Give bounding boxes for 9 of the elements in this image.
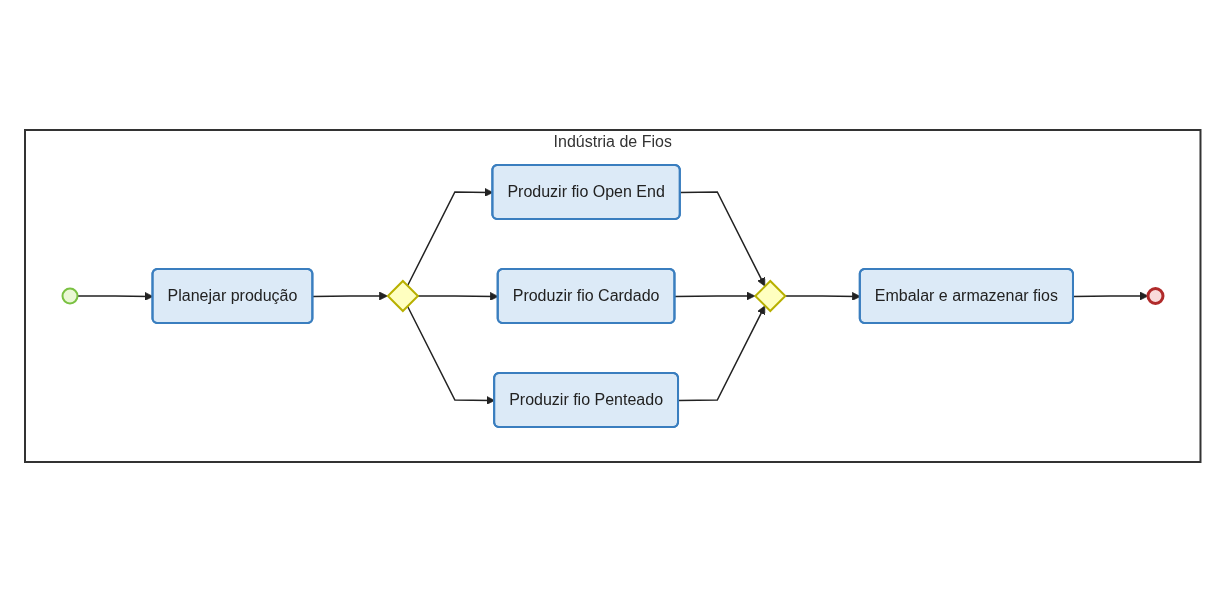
node-diamond: [754, 279, 787, 313]
node-circle: [1146, 287, 1165, 305]
node-circle: [61, 287, 79, 305]
arrow: [674, 291, 756, 301]
arrow: [1073, 291, 1149, 301]
node-diamond: [386, 279, 420, 313]
arrow: [678, 305, 766, 402]
arrow: [784, 292, 861, 301]
arrow: [312, 291, 389, 301]
